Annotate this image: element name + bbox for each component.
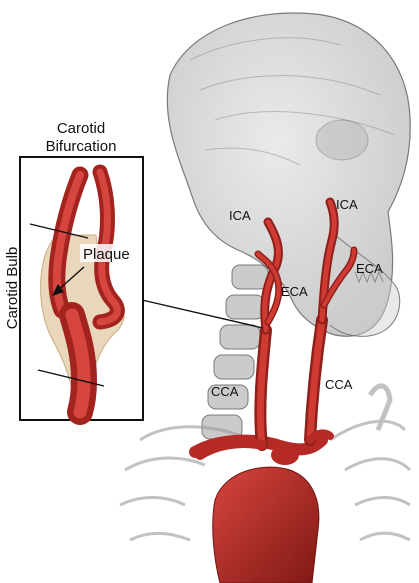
label-eca-left: ECA [281, 284, 308, 299]
left-subclavian [200, 443, 262, 455]
carotid-bulb-label: Carotid Bulb [4, 247, 21, 330]
aorta [213, 467, 319, 583]
label-cca-left: CCA [211, 384, 239, 399]
label-cca-right: CCA [325, 377, 353, 392]
label-ica-left: ICA [229, 208, 251, 223]
plaque-label: Plaque [83, 246, 130, 263]
aortic-arch [195, 440, 322, 583]
label-ica-right: ICA [336, 197, 358, 212]
inset-title-line2: Bifurcation [46, 138, 117, 155]
label-eca-right: ECA [356, 261, 383, 276]
inset-panel [20, 157, 143, 420]
eye-socket [316, 120, 368, 160]
inset-title-line1: Carotid [57, 120, 105, 137]
